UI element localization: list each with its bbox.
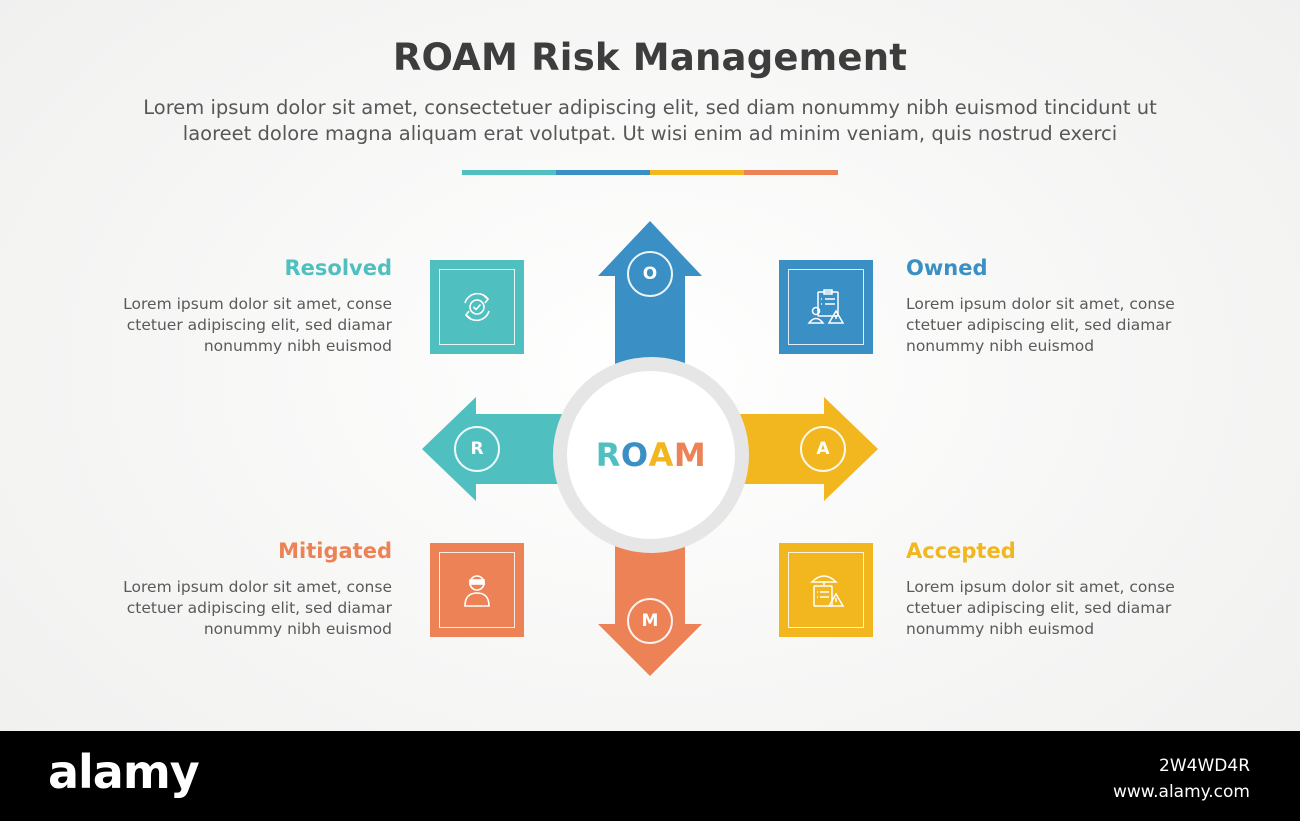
mitigated-description: Lorem ipsum dolor sit amet, conse ctetue… <box>92 577 392 640</box>
accepted-text-line-1: Lorem ipsum dolor sit amet, conse <box>906 578 1175 596</box>
accepted-icon-box <box>779 543 873 637</box>
cycle-check-icon <box>464 292 490 322</box>
arrow-letter-o: O <box>627 251 673 297</box>
resolved-text-line-2: ctetuer adipiscing elit, sed diamar <box>126 316 392 334</box>
hub-letter-m: M <box>673 436 707 474</box>
owned-description: Lorem ipsum dolor sit amet, conse ctetue… <box>906 294 1206 357</box>
owned-title: Owned <box>906 256 988 280</box>
subtitle-line-1: Lorem ipsum dolor sit amet, consectetuer… <box>143 96 1157 119</box>
image-id: 2W4WD4R <box>1159 756 1250 776</box>
divider-segment-orange <box>744 170 838 175</box>
resolved-text-line-3: nonummy nibh euismod <box>203 337 392 355</box>
masked-person-icon <box>464 575 490 607</box>
mitigated-text-line-3: nonummy nibh euismod <box>203 620 392 638</box>
resolved-text-line-1: Lorem ipsum dolor sit amet, conse <box>123 295 392 313</box>
arrow-letter-r: R <box>454 426 500 472</box>
arrow-up-owned <box>598 221 702 400</box>
clipboard-person-warning-icon <box>807 289 845 324</box>
arrow-letter-a: A <box>800 426 846 472</box>
subtitle-line-2: laoreet dolore magna aliquam erat volutp… <box>182 122 1118 145</box>
owned-text-line-3: nonummy nibh euismod <box>906 337 1095 355</box>
image-id-block: 2W4WD4R www.alamy.com <box>1113 753 1250 805</box>
hub-letter-o: O <box>620 436 649 474</box>
mitigated-icon-box <box>430 543 524 637</box>
owned-text-line-1: Lorem ipsum dolor sit amet, conse <box>906 295 1175 313</box>
resolved-icon-box <box>430 260 524 354</box>
accepted-text-line-2: ctetuer adipiscing elit, sed diamar <box>906 599 1172 617</box>
divider-segment-teal <box>462 170 556 175</box>
resolved-title: Resolved <box>284 256 392 280</box>
accepted-title: Accepted <box>906 539 1016 563</box>
site-url: www.alamy.com <box>1112 782 1250 802</box>
color-divider <box>462 170 838 175</box>
page-title: ROAM Risk Management <box>392 36 908 79</box>
mitigated-title: Mitigated <box>278 539 392 563</box>
hub-letter-r: R <box>595 436 621 474</box>
accepted-text-line-3: nonummy nibh euismod <box>906 620 1095 638</box>
subtitle: Lorem ipsum dolor sit amet, consectetuer… <box>95 95 1205 147</box>
umbrella-clipboard-warning-icon <box>810 575 845 607</box>
resolved-description: Lorem ipsum dolor sit amet, conse ctetue… <box>92 294 392 357</box>
watermark-footer: alamy 2W4WD4R www.alamy.com <box>0 731 1300 821</box>
divider-segment-yellow <box>650 170 744 175</box>
arrow-letter-m: M <box>627 598 673 644</box>
owned-icon-box <box>779 260 873 354</box>
mitigated-text-line-2: ctetuer adipiscing elit, sed diamar <box>126 599 392 617</box>
owned-text-line-2: ctetuer adipiscing elit, sed diamar <box>906 316 1172 334</box>
alamy-logo: alamy <box>48 745 200 799</box>
mitigated-text-line-1: Lorem ipsum dolor sit amet, conse <box>123 578 392 596</box>
accepted-description: Lorem ipsum dolor sit amet, conse ctetue… <box>906 577 1206 640</box>
divider-segment-blue <box>556 170 650 175</box>
hub-letter-a: A <box>648 436 674 474</box>
